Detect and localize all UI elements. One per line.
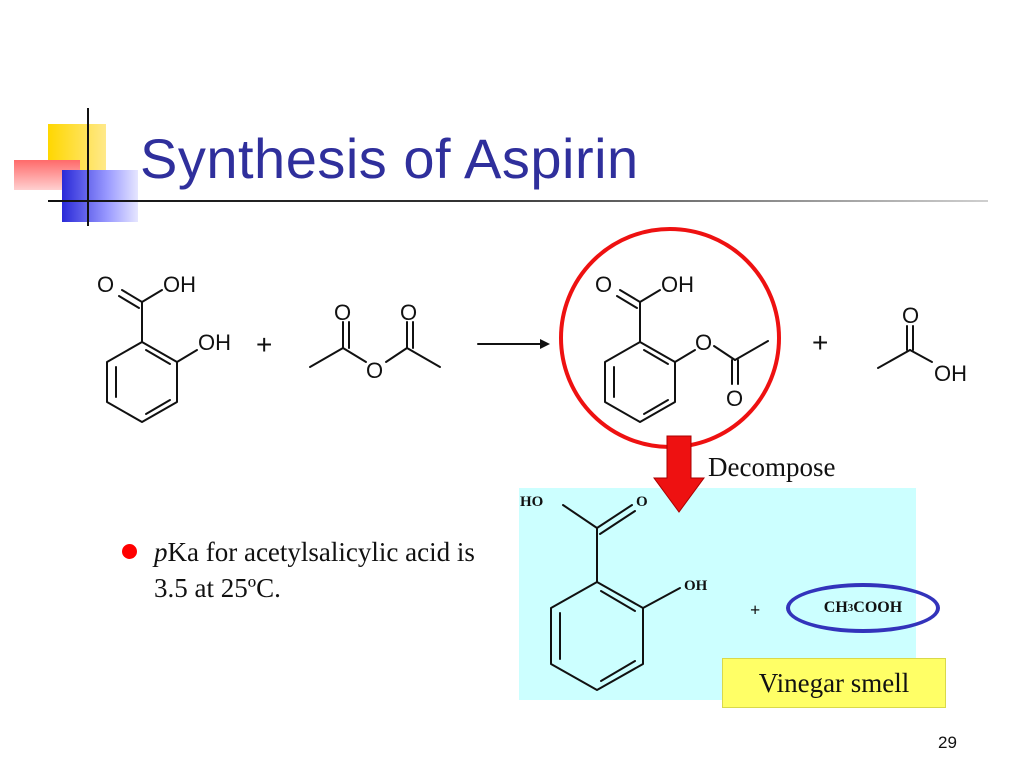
plus-sign-2: +: [812, 327, 828, 358]
acetic-acid-structure: [877, 325, 933, 369]
page-number: 29: [938, 733, 957, 752]
salicylic-acid-structure: [106, 289, 198, 423]
aspirin-carbonyl-o: O: [595, 272, 612, 297]
aspirin-ester-o: O: [695, 330, 712, 355]
aspirin-acid-oh: OH: [661, 272, 694, 297]
acetic-acid-oh: OH: [934, 361, 967, 386]
aspirin-highlight-circle: [559, 227, 781, 449]
pka-bullet: pKa for acetylsalicylic acid is 3.5 at 2…: [122, 534, 502, 606]
decompose-label: Decompose: [708, 452, 836, 482]
acetic-formula-suffix: COOH: [853, 599, 903, 616]
acetic-anhydride-structure: [309, 321, 441, 368]
aspirin-ester-carbonyl-o: O: [726, 386, 743, 411]
acetic-formula-prefix: CH: [823, 599, 848, 616]
arrow-head: [540, 339, 550, 349]
aspirin-structure: [604, 289, 769, 423]
product-carbonyl-o: O: [636, 494, 648, 510]
logo-blue-block: [62, 170, 138, 222]
bullet-italic-p: p: [154, 537, 168, 567]
plus-sign-1: +: [256, 329, 272, 360]
bullet-text: pKa for acetylsalicylic acid is 3.5 at 2…: [154, 534, 502, 606]
acetic-formula-subscript: 3: [847, 602, 854, 614]
bullet-dot-icon: [122, 544, 137, 559]
vinegar-smell-box: Vinegar smell: [722, 658, 946, 708]
acetic-carbonyl-o: O: [902, 303, 919, 328]
salicylic-acid-oh: OH: [163, 272, 196, 297]
anhydride-bridge-o: O: [366, 358, 383, 383]
anhydride-o-right: O: [400, 300, 417, 325]
decompose-arrow: [653, 435, 705, 513]
product-phenol-oh: OH: [684, 578, 708, 594]
product-ho-label: HO: [520, 494, 543, 510]
salicylic-phenol-oh: OH: [198, 330, 231, 355]
plus-sign-3: +: [750, 600, 761, 620]
logo-vertical-line: [87, 108, 89, 226]
salicylic-acid-product-structure: [550, 504, 681, 691]
salicylic-carbonyl-o: O: [97, 272, 114, 297]
slide-title: Synthesis of Aspirin: [140, 127, 639, 190]
title-underline: [48, 200, 988, 202]
anhydride-o-left: O: [334, 300, 351, 325]
bullet-body: Ka for acetylsalicylic acid is 3.5 at 25…: [154, 537, 475, 603]
